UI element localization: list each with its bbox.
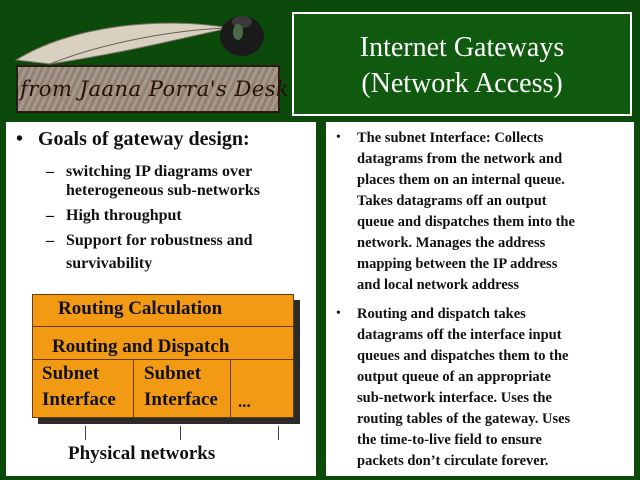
right-panel — [326, 122, 634, 476]
page-title-line1: Internet Gateways — [359, 32, 565, 63]
dash-icon: – — [46, 232, 54, 249]
paragraph-line: datagrams from the network and — [357, 151, 563, 167]
paragraph-line: routing tables of the gateway. Uses — [357, 411, 571, 427]
paragraph-line: queue and dispatches them into the — [357, 214, 575, 230]
diagram-divider — [133, 359, 134, 418]
title-box — [292, 12, 632, 116]
interface-label-2: Interface — [144, 389, 218, 410]
network-tick — [278, 426, 279, 440]
paragraph-line: mapping between the IP address — [357, 256, 558, 272]
dash-icon: – — [46, 207, 54, 224]
diagram-divider — [32, 326, 294, 327]
paragraph-line: the time-to-live field to ensure — [357, 432, 542, 448]
routing-calculation-label: Routing Calculation — [58, 298, 223, 319]
interface-label-1: Interface — [42, 389, 116, 410]
subitem-text: survivability — [66, 255, 153, 272]
subnet-label-2: Subnet — [144, 363, 202, 384]
logo-text: from Jaana Porra's Desk — [20, 77, 290, 101]
routing-dispatch-label: Routing and Dispatch — [52, 336, 230, 357]
bullet-icon: • — [336, 306, 341, 321]
goals-heading: Goals of gateway design: — [38, 128, 250, 150]
network-tick — [180, 426, 181, 440]
dash-icon: – — [46, 163, 54, 180]
diagram-divider — [230, 359, 231, 418]
gateway-diagram — [32, 294, 294, 418]
paragraph-line: The subnet Interface: Collects — [357, 130, 544, 146]
subnet-label-1: Subnet — [42, 363, 100, 384]
network-tick — [85, 426, 86, 440]
paragraph-line: sub-network interface. Uses the — [357, 390, 552, 406]
paragraph-line: queues and dispatches them to the — [357, 348, 569, 364]
logo-plaque — [16, 65, 280, 113]
physical-networks-label: Physical networks — [68, 443, 216, 464]
paragraph-line: packets don’t circulate forever. — [357, 453, 549, 469]
paragraph-line: output queue of an appropriate — [357, 369, 551, 385]
bullet-icon: • — [336, 130, 341, 145]
page-title-line2: (Network Access) — [361, 68, 563, 99]
subitem-text: Support for robustness and — [66, 232, 253, 249]
paragraph-line: Routing and dispatch takes — [357, 306, 526, 322]
paragraph-line: network. Manages the address — [357, 235, 546, 251]
paragraph-line: Takes datagrams off an output — [357, 193, 547, 209]
bullet-icon: • — [16, 128, 24, 150]
ellipsis-label: ... — [238, 392, 251, 411]
logo — [10, 8, 282, 118]
paragraph-line: datagrams off the interface input — [357, 327, 562, 343]
subitem-text: heterogeneous sub-networks — [66, 182, 260, 199]
quill-pen-icon — [14, 16, 264, 65]
diagram-divider — [32, 359, 294, 360]
paragraph-line: and local network address — [357, 277, 520, 293]
subitem-text: switching IP diagrams over — [66, 163, 253, 180]
subitem-text: High throughput — [66, 207, 182, 224]
paragraph-line: places them on an internal queue. — [357, 172, 565, 188]
